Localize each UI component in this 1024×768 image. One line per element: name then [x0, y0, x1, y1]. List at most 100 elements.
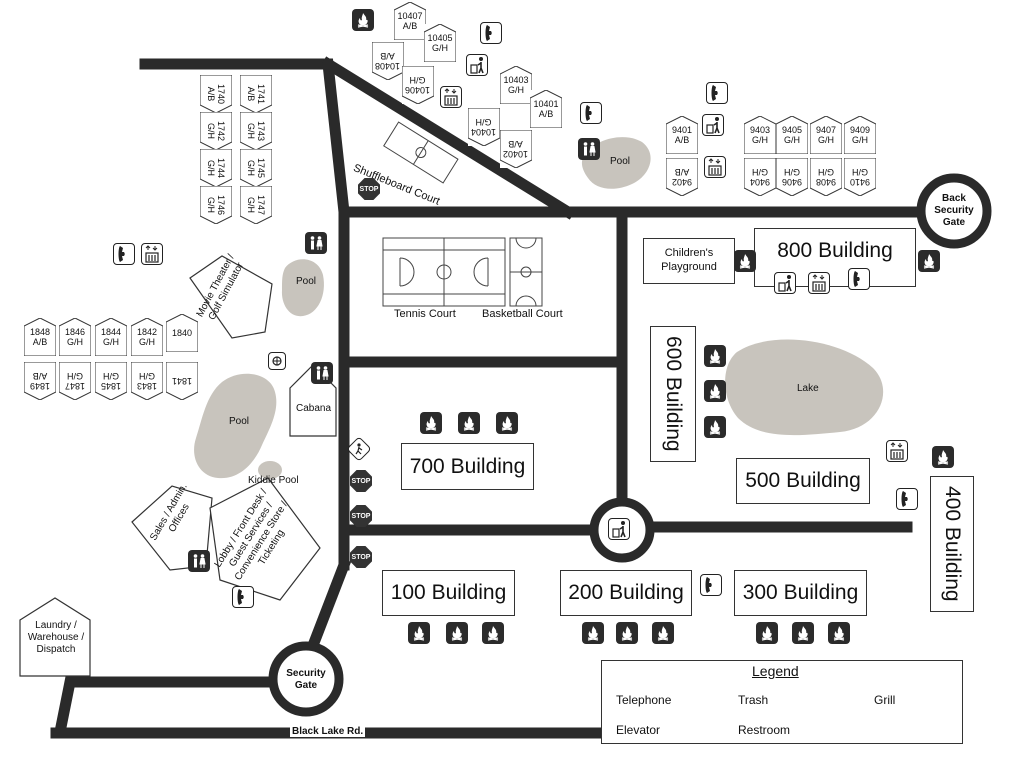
- unit-marker-9407: 9407 G/H: [810, 116, 842, 154]
- building-500: 500 Building: [736, 458, 870, 504]
- security-gate-label: Security Gate: [286, 668, 326, 691]
- unit-marker-1846: 1846 G/H: [59, 318, 91, 356]
- unit-marker-9410: 9410 G/H: [844, 158, 876, 196]
- grill-icon: [932, 446, 954, 468]
- unit-marker-1841: 1841: [166, 362, 198, 400]
- lobby-shape: [209, 477, 321, 601]
- legend-telephone-label: Telephone: [616, 693, 672, 707]
- grill-icon: [458, 412, 480, 434]
- unit-label: 9403 G/H: [749, 125, 771, 145]
- building-100: 100 Building: [382, 570, 515, 616]
- unit-marker-1844: 1844 G/H: [95, 318, 127, 356]
- unit-marker-9405: 9405 G/H: [776, 116, 808, 154]
- elevator-icon: [704, 156, 726, 178]
- restroom-icon: [578, 138, 600, 160]
- unit-label: 10401 A/B: [533, 99, 559, 119]
- legend-grill-label: Grill: [874, 693, 896, 707]
- unit-marker-1742: 1742 G/H: [200, 112, 232, 150]
- kiddie-pool-label: Kiddie Pool: [248, 475, 299, 486]
- unit-marker-9406: 9406 G/H: [776, 158, 808, 196]
- stop-sign-icon: STOP: [350, 546, 372, 568]
- grill-icon: [756, 622, 778, 644]
- unit-label: 10402 A/B: [503, 139, 529, 159]
- unit-marker-9409: 9409 G/H: [844, 116, 876, 154]
- building-400: 400 Building: [930, 476, 974, 612]
- stop-sign-icon: STOP: [358, 178, 380, 200]
- unit-label: 1842 G/H: [136, 327, 158, 347]
- unit-marker-1847: 1847 G/H: [59, 362, 91, 400]
- unit-label: 1745 G/H: [246, 157, 266, 179]
- unit-label: 10406 G/H: [405, 75, 431, 95]
- trash-icon: [702, 114, 724, 136]
- tennis-court-label: Tennis Court: [394, 308, 456, 320]
- elevator-icon: [141, 243, 163, 265]
- trash-icon: [466, 54, 488, 76]
- grill-icon: [616, 622, 638, 644]
- pool-label-main: Pool: [229, 416, 250, 427]
- unit-label: 1744 G/H: [206, 157, 226, 179]
- childrens-playground: Children's Playground: [643, 238, 735, 284]
- unit-marker-1849: 1849 A/B: [24, 362, 56, 400]
- theater-shape: [189, 255, 273, 339]
- unit-marker-9401: 9401 A/B: [666, 116, 698, 154]
- unit-label: 10403 G/H: [503, 75, 529, 95]
- unit-marker-1746: 1746 G/H: [200, 186, 232, 224]
- unit-label: 1743 G/H: [246, 120, 266, 142]
- kiddie-pool-shape: [258, 461, 282, 479]
- unit-marker-10401: 10401 A/B: [530, 90, 562, 128]
- pedestrian-crossing-icon: [346, 436, 372, 462]
- basketball-court-drawing: [509, 237, 543, 307]
- elevator-icon: [808, 272, 830, 294]
- telephone-icon: [580, 102, 602, 124]
- unit-marker-1743: 1743 G/H: [240, 112, 272, 150]
- telephone-icon: [700, 574, 722, 596]
- unit-label: 9407 G/H: [815, 125, 837, 145]
- grill-icon: [420, 412, 442, 434]
- legend-title: Legend: [752, 663, 799, 679]
- legend-trash-label: Trash: [738, 693, 769, 707]
- grill-icon: [268, 352, 286, 370]
- unit-label: 9401 A/B: [671, 125, 693, 145]
- telephone-icon: [113, 243, 135, 265]
- unit-label: 1847 G/H: [64, 371, 86, 391]
- telephone-icon: [480, 22, 502, 44]
- unit-label: 10407 A/B: [397, 11, 423, 31]
- unit-marker-10408: 10408 A/B: [372, 42, 404, 80]
- unit-marker-9404: 9404 G/H: [744, 158, 776, 196]
- stop-sign-icon: STOP: [350, 470, 372, 492]
- telephone-icon: [896, 488, 918, 510]
- unit-label: 10408 A/B: [375, 51, 401, 71]
- unit-marker-9408: 9408 G/H: [810, 158, 842, 196]
- restroom-icon: [311, 362, 333, 384]
- unit-marker-10407: 10407 A/B: [394, 2, 426, 40]
- grill-icon: [446, 622, 468, 644]
- telephone-icon: [848, 268, 870, 290]
- unit-marker-10403: 10403 G/H: [500, 66, 532, 104]
- legend-restroom-label: Restroom: [738, 723, 791, 737]
- grill-icon: [918, 250, 940, 272]
- unit-label: 9406 G/H: [781, 167, 803, 187]
- grill-icon: [496, 412, 518, 434]
- grill-icon: [704, 345, 726, 367]
- restroom-icon: [188, 550, 210, 572]
- grill-icon: [482, 622, 504, 644]
- tennis-court-drawing: [382, 237, 506, 307]
- unit-label: 1844 G/H: [100, 327, 122, 347]
- unit-marker-1842: 1842 G/H: [131, 318, 163, 356]
- sales-offices-shape: [131, 485, 213, 571]
- unit-label: 10404 G/H: [471, 117, 497, 137]
- trash-icon: [774, 272, 796, 294]
- unit-label: 1742 G/H: [206, 120, 226, 142]
- unit-marker-10404: 10404 G/H: [468, 108, 500, 146]
- unit-marker-1740: 1740 A/B: [200, 75, 232, 113]
- building-200: 200 Building: [560, 570, 692, 616]
- building-600: 600 Building: [650, 326, 696, 462]
- unit-marker-1843: 1843 G/H: [131, 362, 163, 400]
- security-gate-circle: [268, 641, 344, 717]
- grill-icon: [652, 622, 674, 644]
- unit-marker-9403: 9403 G/H: [744, 116, 776, 154]
- unit-label: 9408 G/H: [815, 167, 837, 187]
- black-lake-road-label: Black Lake Rd.: [290, 726, 366, 737]
- trash-icon: [608, 518, 630, 540]
